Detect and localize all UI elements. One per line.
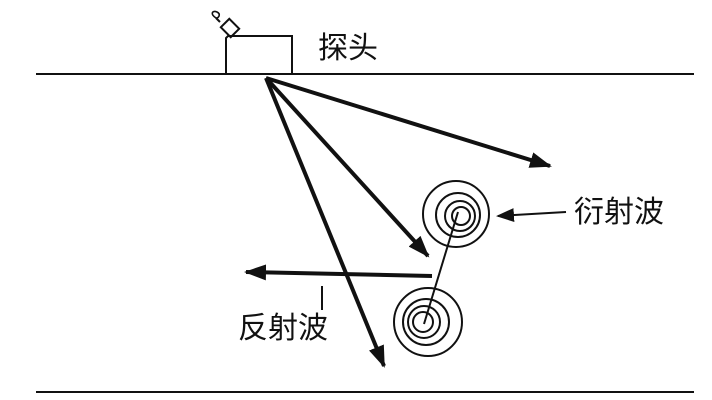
lower-crack-tip-concentric-circles-icon [393,287,463,357]
beam-steep-arrow [264,77,386,368]
crack-line [423,211,459,325]
probe [211,10,293,74]
probe-label: 探头 [318,31,378,66]
diffracted-wave-label: 衍射波 [574,195,664,230]
beam-shallow-arrow [265,76,552,168]
reflected-wave-label: 反射波 [238,311,328,346]
beam-to-upper-tip-arrow [264,76,430,258]
probe-body [225,35,293,74]
probe-connector-icon [211,10,241,39]
diffracted-wave-pointer-arrow [496,208,567,223]
reflected-wave-arrow [244,264,433,281]
upper-crack-tip-concentric-circles-icon [422,180,490,248]
